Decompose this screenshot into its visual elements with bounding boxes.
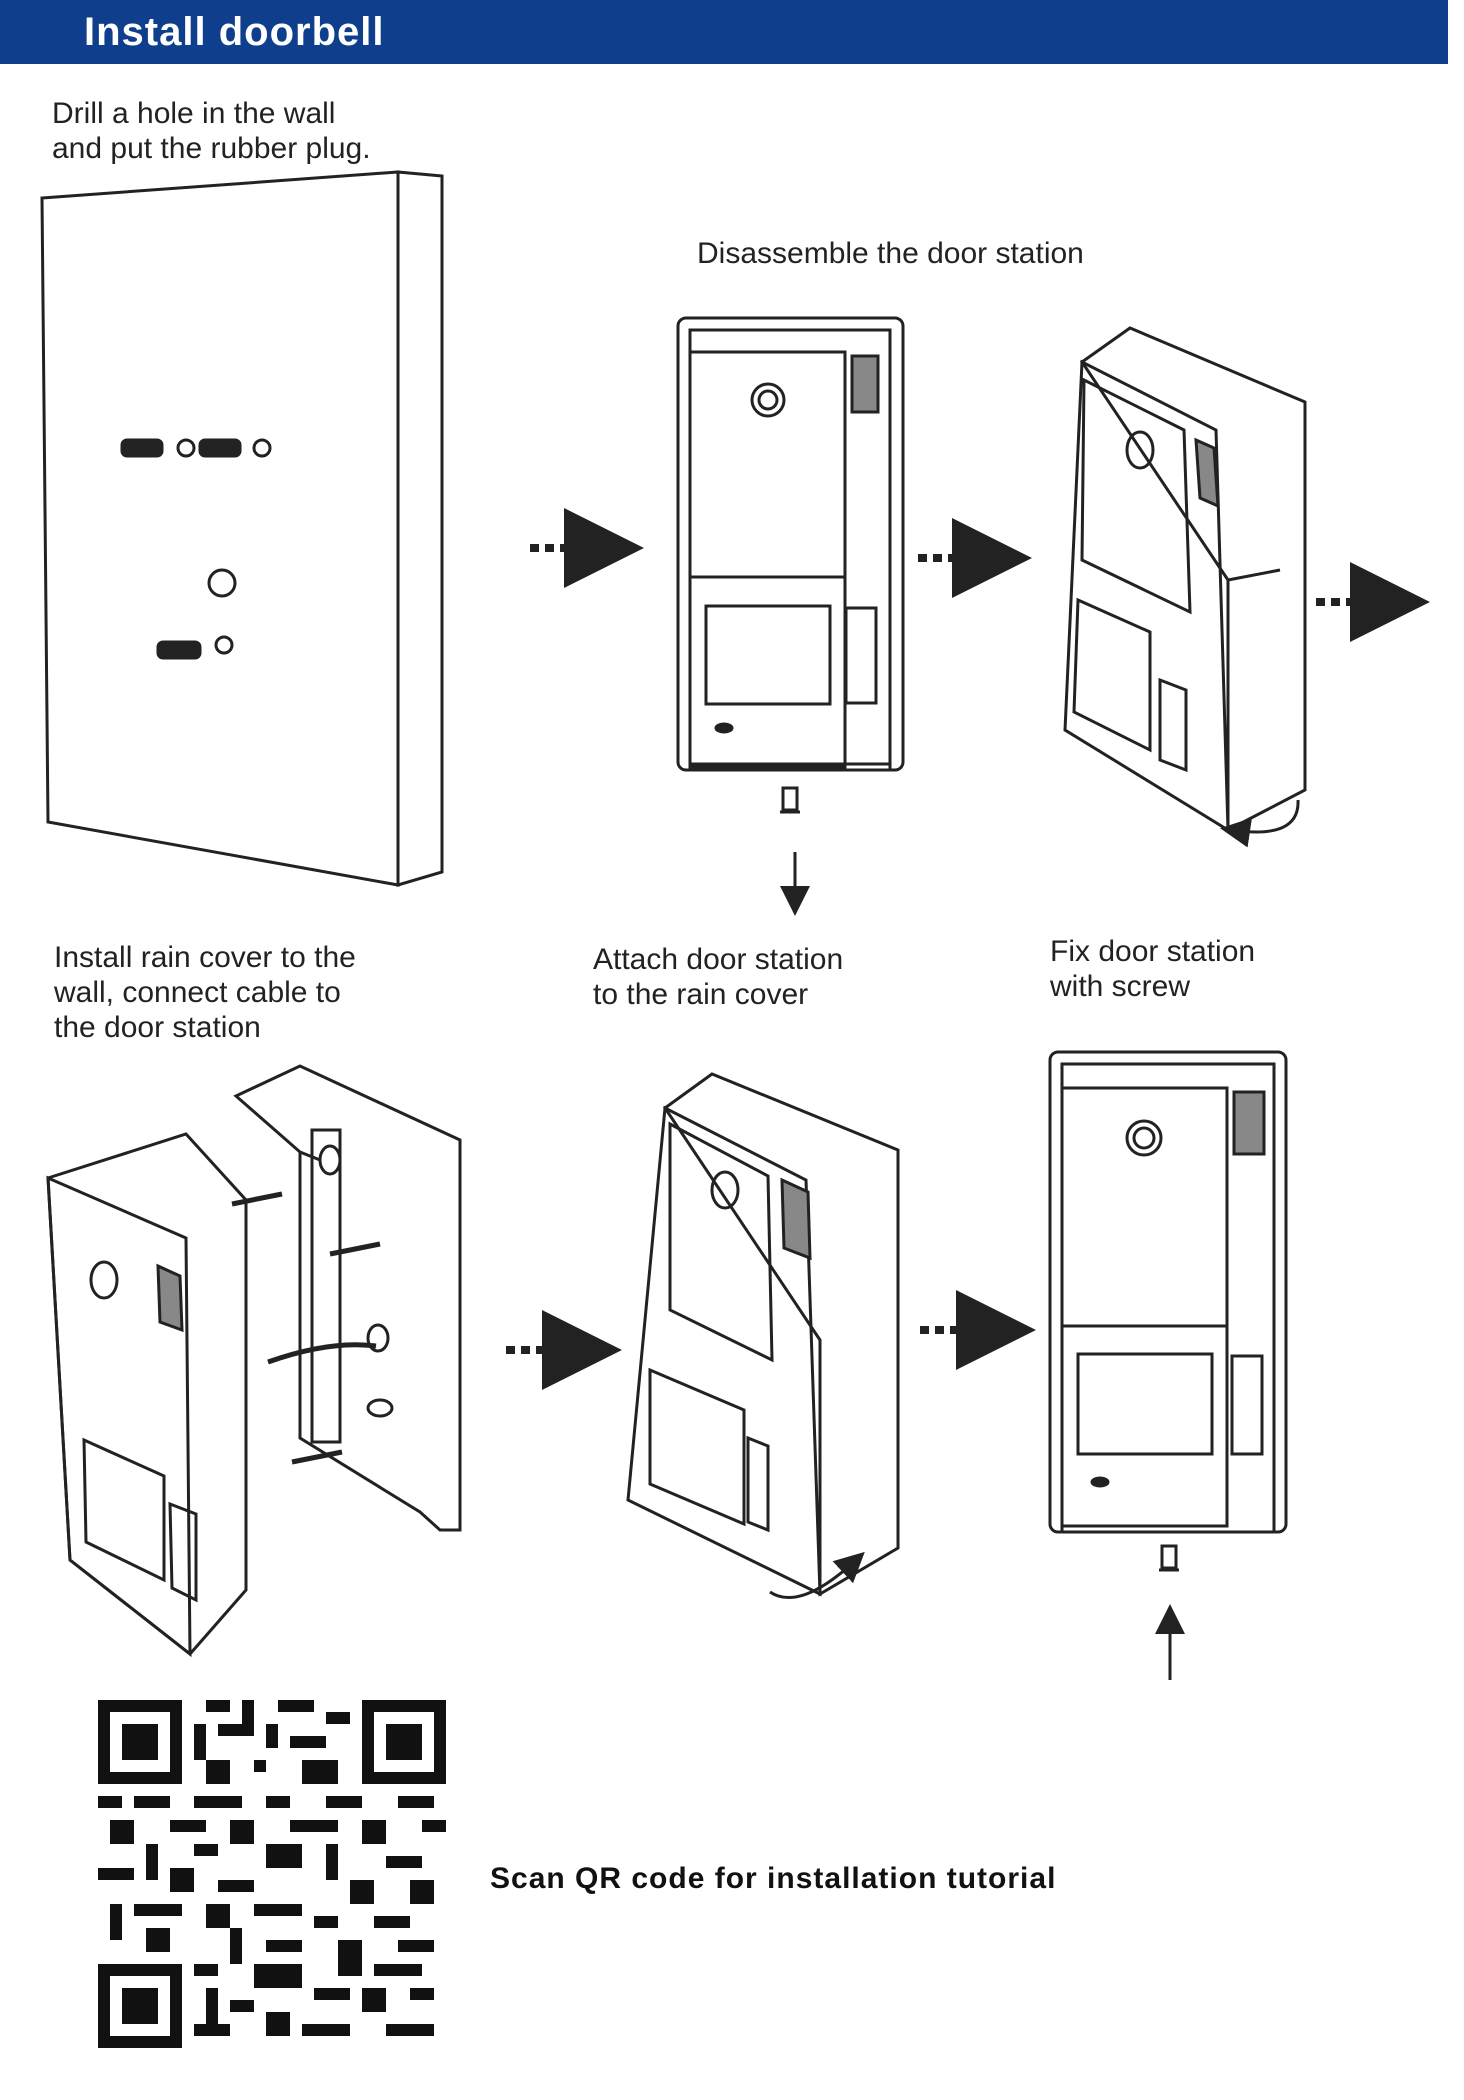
rotate-arrow xyxy=(769,799,1300,1600)
caption-line: Install rain cover to the xyxy=(54,941,356,974)
caption-rain-cover: Install rain cover to the wall, connect … xyxy=(54,940,356,1045)
door-station-exploded xyxy=(46,1132,248,1658)
door-station-fixed xyxy=(1048,1050,1288,1534)
caption-line: Attach door station xyxy=(593,943,844,976)
screw-icon xyxy=(780,786,800,814)
door-station-attached xyxy=(626,1072,900,1597)
rain-cover-open xyxy=(233,1064,462,1532)
page-title: Install doorbell xyxy=(84,10,385,54)
wall-screws xyxy=(231,1191,381,1465)
caption-line: Fix door station xyxy=(1050,935,1256,968)
caption-line: the door station xyxy=(54,1011,261,1044)
qr-code[interactable] xyxy=(98,1700,446,2048)
caption-drill: Drill a hole in the wall and put the rub… xyxy=(52,96,371,166)
door-station-tilted xyxy=(1063,326,1307,833)
qr-caption: Scan QR code for installation tutorial xyxy=(490,1862,1057,1895)
wall-plug-holes xyxy=(120,438,272,660)
caption-line: with screw xyxy=(1050,970,1191,1003)
caption-line: to the rain cover xyxy=(593,978,809,1011)
page-header: Install doorbell xyxy=(0,0,1448,64)
door-station-front xyxy=(676,316,905,772)
caption-line: wall, connect cable to xyxy=(54,976,341,1009)
caption-fix: Fix door station with screw xyxy=(1050,934,1255,1004)
caption-line: Disassemble the door station xyxy=(697,237,1084,270)
caption-line: Drill a hole in the wall xyxy=(52,97,336,130)
caption-line: and put the rubber plug. xyxy=(52,132,371,165)
screw-icon xyxy=(1159,1544,1179,1572)
wall-panel xyxy=(40,170,444,888)
caption-attach: Attach door station to the rain cover xyxy=(593,942,843,1012)
caption-disassemble: Disassemble the door station xyxy=(697,236,1084,271)
